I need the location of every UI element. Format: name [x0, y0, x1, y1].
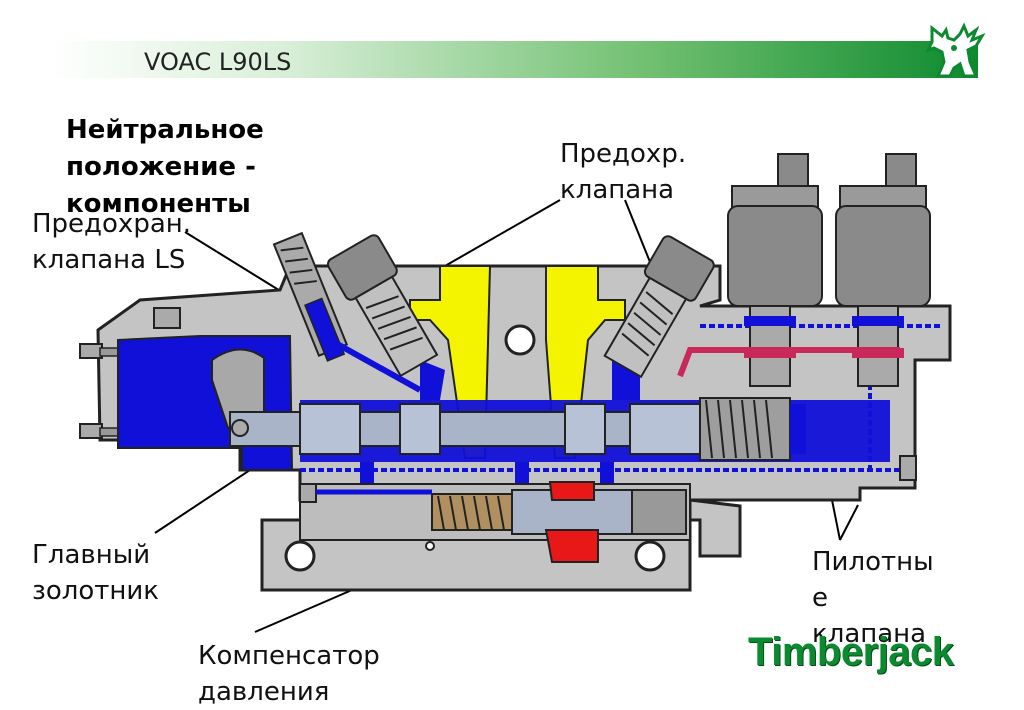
label-pressure-compensator: Компенсатор давления — [198, 641, 380, 707]
relief-valve-left — [326, 234, 439, 378]
bolt-hole — [634, 540, 666, 572]
label-ls-relief-valve: Предохран. клапана LS — [32, 209, 192, 275]
pilot-line-pink — [677, 347, 900, 378]
slide-title: Нейтральное положение - компоненты — [66, 115, 264, 219]
compensator-pressure-red — [544, 481, 599, 563]
main-spool — [229, 403, 701, 455]
pilot-solenoid-right — [835, 153, 931, 387]
leader-lines — [154, 199, 859, 633]
spool-spring — [699, 397, 791, 461]
header-gradient-bar — [50, 41, 978, 78]
label-main-spool: Главный золотник — [32, 540, 160, 606]
pressure-compensator — [299, 481, 691, 563]
label-relief-valves: Предохр. клапана — [560, 139, 687, 205]
label-pilot-valves: Пилотны е клапана — [812, 547, 934, 649]
relief-valve-right — [603, 235, 715, 379]
oil-chamber-left — [117, 335, 294, 471]
bolt-hole — [284, 540, 316, 572]
header-title: VOAC L90LS — [144, 48, 292, 76]
timberjack-brand-logo: Timberjack — [748, 630, 954, 674]
timberjack-deer-logo-icon — [925, 22, 986, 78]
